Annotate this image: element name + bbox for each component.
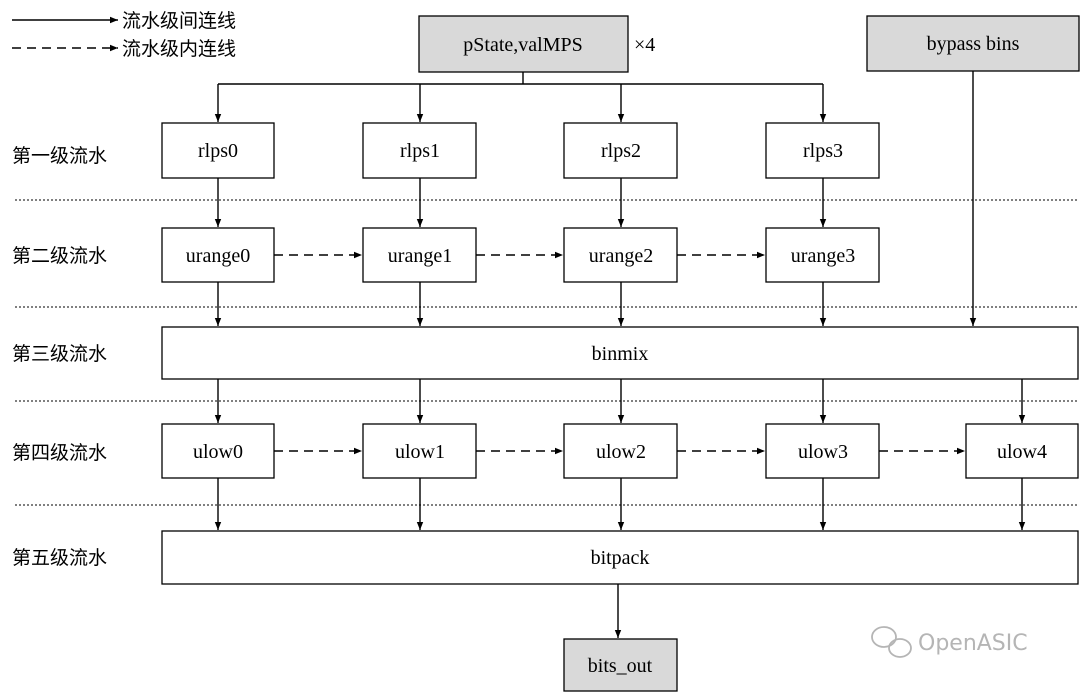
ulow2-label: ulow2 bbox=[596, 441, 646, 463]
rlps1-label: rlps1 bbox=[400, 140, 440, 162]
ulow3-label: ulow3 bbox=[798, 441, 848, 463]
urange2-box bbox=[563, 227, 678, 283]
rlps3-box bbox=[765, 122, 880, 179]
output-box bbox=[563, 638, 678, 692]
rlps0-box bbox=[161, 122, 275, 179]
ulow4-label: ulow4 bbox=[997, 441, 1047, 463]
bypass-input-label: bypass bins bbox=[927, 33, 1020, 55]
urange2-label: urange2 bbox=[589, 245, 653, 267]
rlps1-box bbox=[362, 122, 477, 179]
stage-label-1: 第一级流水 bbox=[12, 145, 107, 167]
watermark: OpenASIC bbox=[871, 626, 1028, 658]
binmix-label: binmix bbox=[592, 343, 649, 365]
ulow0-label: ulow0 bbox=[193, 441, 243, 463]
urange3-box bbox=[765, 227, 880, 283]
state-input-label: pState,valMPS bbox=[463, 34, 582, 56]
watermark-label: OpenASIC bbox=[918, 631, 1028, 656]
state-input-box bbox=[418, 15, 629, 73]
stage-label-3: 第三级流水 bbox=[12, 343, 107, 365]
ulow1-label: ulow1 bbox=[395, 441, 445, 463]
binmix-box bbox=[161, 326, 1079, 380]
legend-solid-label: 流水级间连线 bbox=[122, 10, 236, 32]
bitpack-label: bitpack bbox=[591, 547, 650, 569]
legend: 流水级间连线 流水级内连线 bbox=[12, 10, 236, 60]
stage-label-2: 第二级流水 bbox=[12, 245, 107, 267]
stage-label-4: 第四级流水 bbox=[12, 442, 107, 464]
urange3-label: urange3 bbox=[791, 245, 855, 267]
output-label: bits_out bbox=[588, 655, 653, 677]
bitpack-box bbox=[161, 530, 1079, 585]
stage-label-5: 第五级流水 bbox=[12, 547, 107, 569]
urange1-box bbox=[362, 227, 477, 283]
rlps0-label: rlps0 bbox=[198, 140, 238, 162]
rlps3-label: rlps3 bbox=[803, 140, 843, 162]
urange1-label: urange1 bbox=[388, 245, 452, 267]
wechat-icon bbox=[871, 626, 912, 658]
ulow3-box bbox=[765, 423, 880, 479]
legend-dashed-label: 流水级内连线 bbox=[122, 38, 236, 60]
ulow0-box bbox=[161, 423, 275, 479]
ulow1-box bbox=[362, 423, 477, 479]
multiplier-label: ×4 bbox=[634, 34, 655, 56]
rlps2-label: rlps2 bbox=[601, 140, 641, 162]
rlps2-box bbox=[563, 122, 678, 179]
urange0-label: urange0 bbox=[186, 245, 250, 267]
